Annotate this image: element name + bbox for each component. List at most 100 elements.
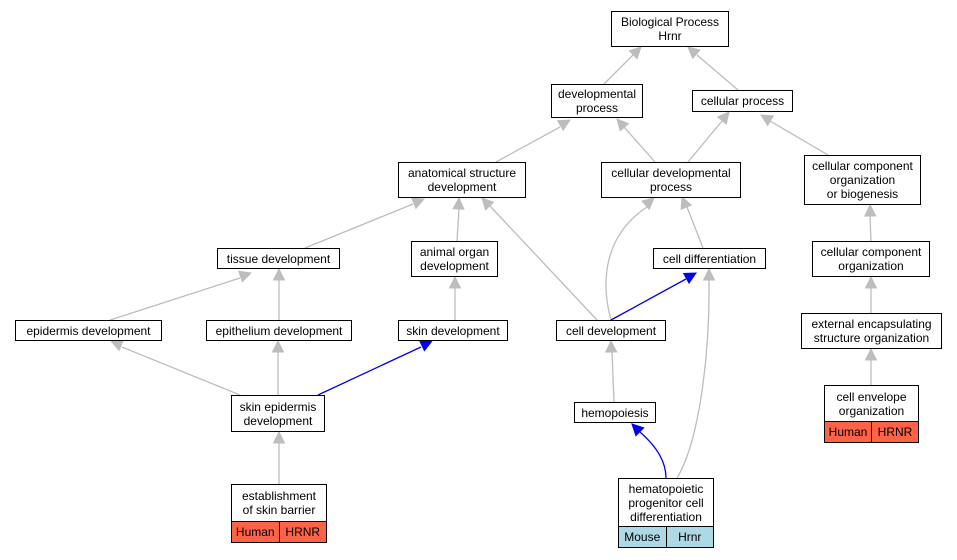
edge-arrowhead bbox=[687, 46, 701, 60]
edge-aod-to-asd bbox=[452, 196, 465, 242]
edge-arrowhead bbox=[682, 272, 697, 285]
go-term-label: cellular component organization or bioge… bbox=[812, 159, 913, 201]
go-term-label: establishment of skin barrier bbox=[241, 489, 317, 517]
edge-cell-to-bp bbox=[687, 46, 739, 91]
edge-arrowhead bbox=[418, 340, 434, 352]
go-term-node-eeso[interactable]: external encapsulating structure organiz… bbox=[801, 313, 942, 349]
edge-sed-to-skin bbox=[317, 340, 434, 396]
edge-sed-to-epid bbox=[109, 339, 241, 396]
edge-arrowhead bbox=[760, 114, 775, 127]
edge-arrowhead bbox=[448, 275, 462, 289]
go-term-label: cellular component organization bbox=[820, 245, 922, 273]
edge-arrowhead bbox=[680, 195, 693, 211]
gene-badge: HRNR bbox=[871, 422, 918, 442]
edge-skin-to-aod bbox=[448, 275, 462, 320]
go-term-label: cell development bbox=[565, 323, 657, 338]
edge-sed-to-epit bbox=[271, 339, 285, 395]
go-term-label: skin development bbox=[406, 323, 500, 338]
species-badge: Mouse bbox=[619, 527, 666, 547]
edge-arrowhead bbox=[864, 275, 878, 289]
go-term-node-ccob[interactable]: cellular component organization or bioge… bbox=[804, 155, 921, 205]
go-term-node-aod[interactable]: animal organ development bbox=[411, 241, 498, 277]
go-term-label: developmental process bbox=[557, 87, 637, 115]
edge-arrowhead bbox=[616, 118, 630, 132]
go-term-node-epit[interactable]: epithelium development bbox=[206, 320, 352, 341]
go-term-node-tis[interactable]: tissue development bbox=[217, 248, 340, 269]
go-term-label: cellular process bbox=[700, 94, 785, 108]
edge-epid-to-tis bbox=[109, 270, 253, 321]
go-term-node-epid[interactable]: epidermis development bbox=[15, 320, 162, 341]
edge-celldev-to-cdp bbox=[605, 197, 655, 321]
edge-arrowhead bbox=[238, 270, 253, 283]
edge-arrowhead bbox=[109, 339, 125, 352]
go-term-label: hematopoietic progenitor cell differenti… bbox=[628, 481, 704, 524]
edge-tis-to-asd bbox=[304, 197, 426, 249]
edge-cdp-to-cell bbox=[687, 111, 730, 163]
edge-cdp-to-dev bbox=[616, 118, 656, 163]
edge-celldev-to-asd bbox=[481, 197, 598, 321]
go-term-label: epithelium development bbox=[215, 323, 343, 338]
go-term-node-cco[interactable]: cellular component organization bbox=[812, 241, 930, 277]
go-term-label: epidermis development bbox=[26, 323, 151, 338]
species-badge: Human bbox=[232, 522, 279, 542]
edge-celldev-to-cdiff bbox=[610, 272, 697, 321]
go-term-label: cell envelope organization bbox=[836, 389, 907, 418]
edge-arrowhead bbox=[864, 347, 878, 361]
edge-arrowhead bbox=[272, 430, 286, 444]
go-term-label: tissue development bbox=[226, 251, 331, 266]
edge-arrowhead bbox=[631, 423, 645, 437]
edge-cco-to-ccob bbox=[864, 203, 877, 242]
edge-arrowhead bbox=[716, 111, 730, 125]
go-term-label: animal organ development bbox=[419, 245, 490, 273]
go-term-node-asd[interactable]: anatomical structure development bbox=[398, 162, 526, 198]
species-badge: Human bbox=[825, 422, 871, 442]
edge-hpcd-to-cdiff bbox=[676, 267, 716, 479]
edge-arrowhead bbox=[556, 119, 571, 132]
edge-arrowhead bbox=[702, 267, 716, 281]
go-term-node-bp[interactable]: Biological Process Hrnr bbox=[611, 11, 729, 47]
go-term-node-skin[interactable]: skin development bbox=[398, 320, 508, 341]
gene-badge: Hrnr bbox=[665, 527, 713, 547]
go-term-node-sed[interactable]: skin epidermis development bbox=[231, 395, 325, 432]
go-term-node-cdp[interactable]: cellular developmental process bbox=[601, 162, 741, 198]
edge-arrowhead bbox=[604, 339, 618, 353]
edge-dev-to-bp bbox=[603, 46, 642, 85]
go-term-node-cell[interactable]: cellular process bbox=[692, 90, 793, 112]
edge-arrowhead bbox=[481, 197, 495, 211]
edge-epit-to-tis bbox=[272, 267, 286, 320]
edge-arrowhead bbox=[628, 46, 642, 60]
go-term-label: cell differentiation bbox=[662, 251, 757, 266]
edge-arrowhead bbox=[410, 197, 426, 210]
edge-ceo-to-eeso bbox=[864, 347, 878, 385]
edge-arrowhead bbox=[452, 196, 465, 210]
go-term-node-cdiff[interactable]: cell differentiation bbox=[653, 248, 766, 269]
edge-hemo-to-celldev bbox=[604, 339, 618, 403]
go-term-label: skin epidermis development bbox=[239, 399, 317, 428]
edge-esb-to-sed bbox=[272, 430, 286, 484]
edge-arrowhead bbox=[271, 339, 285, 353]
go-term-node-hpcd[interactable]: hematopoietic progenitor cell differenti… bbox=[618, 478, 714, 548]
edge-cdiff-to-cdp bbox=[680, 195, 704, 249]
edge-hpcd-to-hemo bbox=[631, 423, 667, 479]
go-term-label: anatomical structure development bbox=[407, 166, 517, 194]
go-term-node-celldev[interactable]: cell development bbox=[556, 320, 666, 341]
edge-asd-to-dev bbox=[495, 119, 571, 163]
edge-arrowhead bbox=[272, 267, 286, 281]
go-term-label: Biological Process Hrnr bbox=[620, 15, 720, 43]
go-term-label: hemopoiesis bbox=[581, 405, 649, 420]
edge-ccob-to-cell bbox=[760, 114, 829, 156]
go-term-node-dev[interactable]: developmental process bbox=[551, 84, 643, 118]
go-term-label: external encapsulating structure organiz… bbox=[811, 317, 932, 345]
go-term-label: cellular developmental process bbox=[611, 166, 731, 194]
gene-badge: HRNR bbox=[278, 522, 326, 542]
edge-eeso-to-cco bbox=[864, 275, 878, 313]
edge-arrowhead bbox=[641, 197, 655, 211]
go-term-node-hemo[interactable]: hemopoiesis bbox=[574, 402, 656, 423]
